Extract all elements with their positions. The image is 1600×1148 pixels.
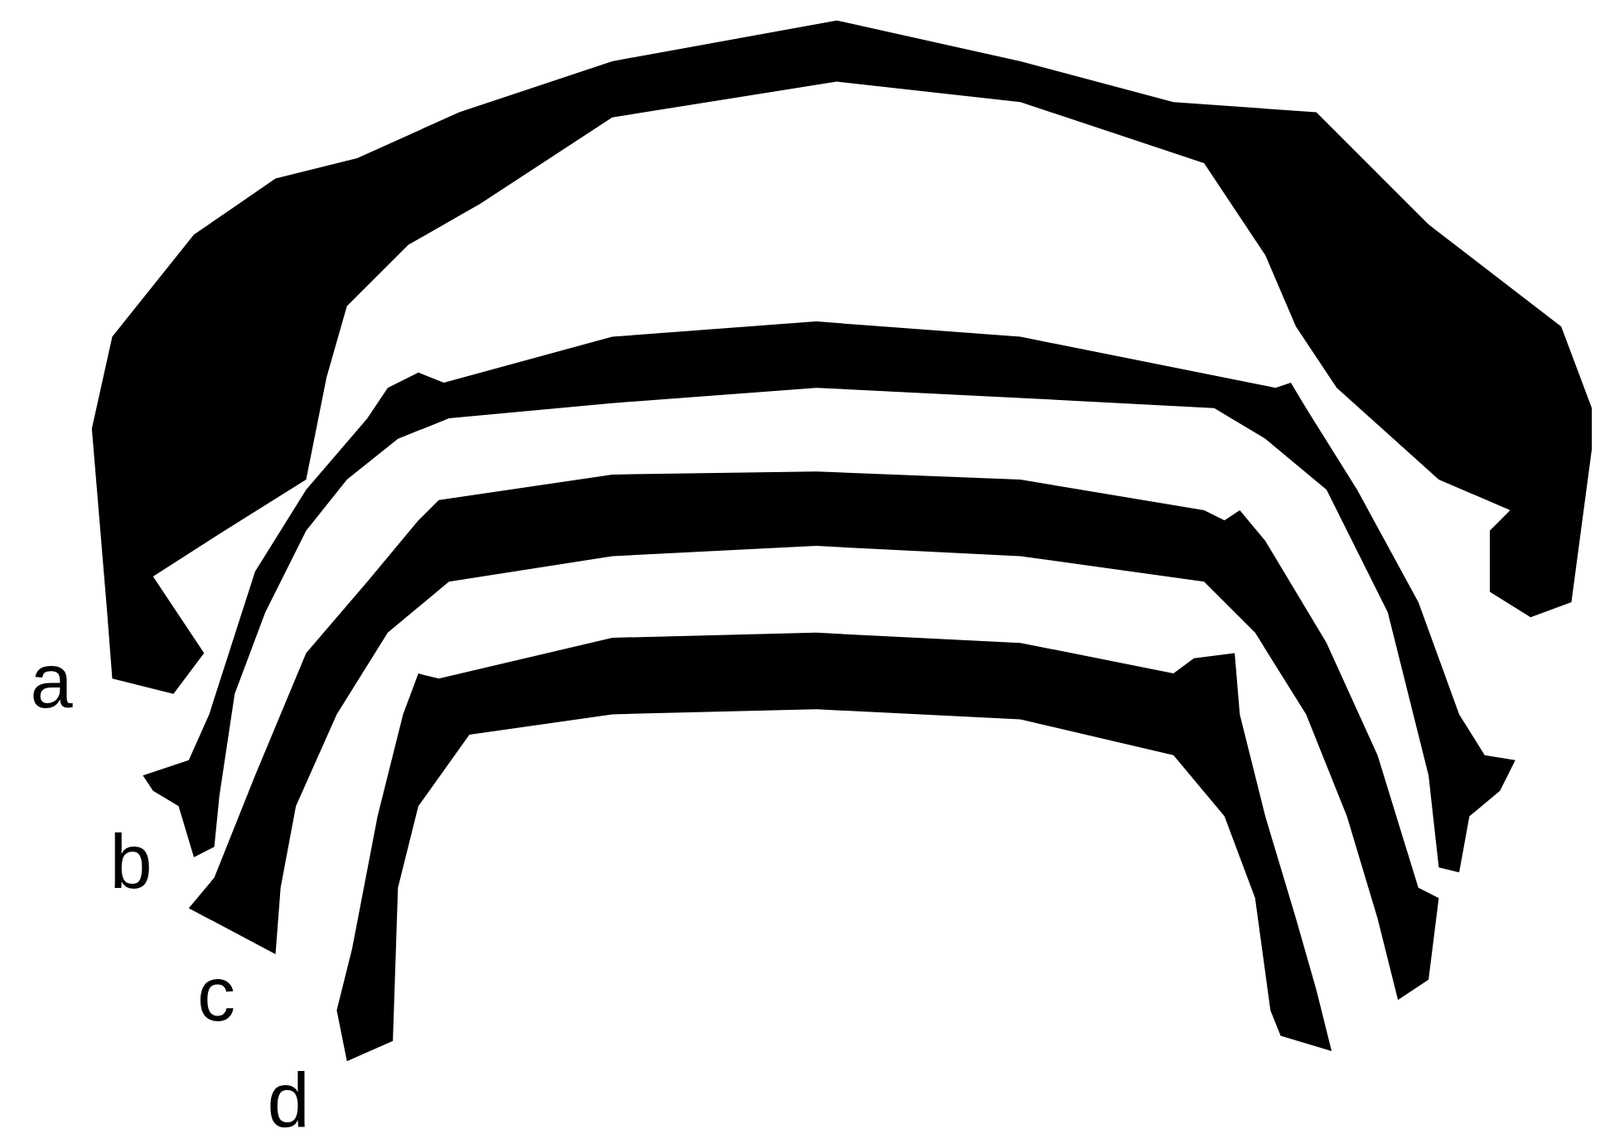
part-letter: c bbox=[197, 956, 236, 1033]
part-letter: d bbox=[266, 1062, 310, 1139]
arch-b bbox=[142, 321, 1515, 873]
arch-d bbox=[336, 633, 1332, 1062]
part-letter: a bbox=[29, 642, 73, 720]
part-letter: b bbox=[109, 823, 152, 900]
